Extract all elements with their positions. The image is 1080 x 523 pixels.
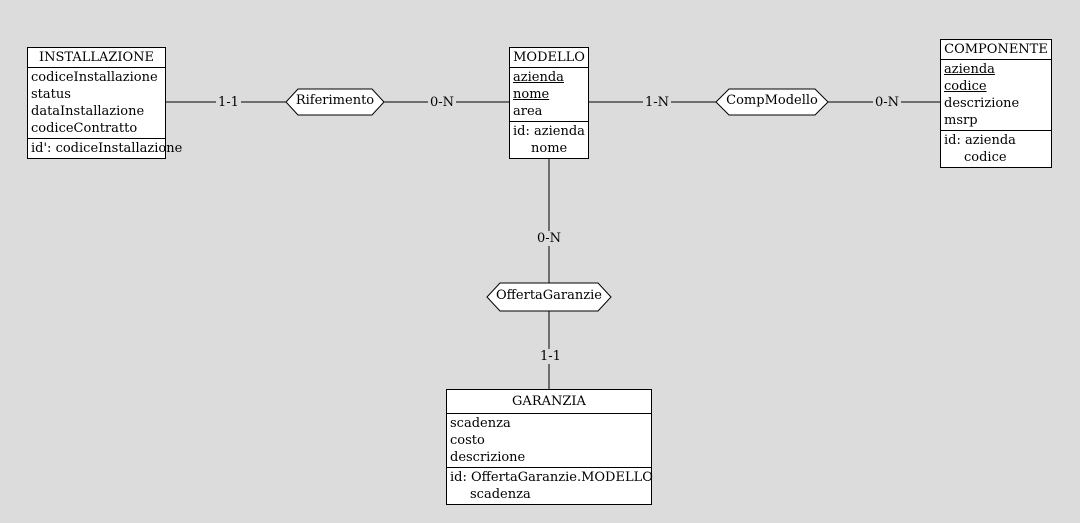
relationship-compmodello-shape <box>715 88 829 116</box>
cardinality-componente-compmodello: 0-N <box>873 95 902 110</box>
attribute-primary-key: azienda <box>944 62 995 77</box>
entity-title: GARANZIA <box>447 390 651 414</box>
identifier-prefix: id: <box>513 124 530 139</box>
identifier-prefix: id': <box>31 141 52 156</box>
attribute: msrp <box>944 113 978 128</box>
identifier: id: OffertaGaranzie.MODELLO <box>450 469 653 486</box>
entity-title: MODELLO <box>510 48 588 68</box>
identifier: id: azienda <box>513 123 585 140</box>
relationship-offertagaranzie-shape <box>486 282 612 312</box>
entity-modello: MODELLO azienda nome area id: azienda no… <box>509 47 589 159</box>
cardinality-installazione-riferimento: 1-1 <box>216 95 241 110</box>
cardinality-modello-offertagaranzie: 0-N <box>535 231 564 246</box>
attribute-primary-key: azienda <box>513 70 564 85</box>
attribute: dataInstallazione <box>31 104 145 119</box>
identifier-attribute: codice <box>964 150 1007 165</box>
identifier-attribute: OffertaGaranzie.MODELLO <box>471 470 653 485</box>
identifier-prefix: id: <box>450 470 467 485</box>
cardinality-modello-compmodello: 1-N <box>643 95 672 110</box>
attribute: area <box>513 104 543 119</box>
identifier-attribute: azienda <box>534 124 585 139</box>
identifier-attribute: scadenza <box>470 487 531 502</box>
attribute-primary-key: nome <box>513 87 550 102</box>
entity-title: COMPONENTE <box>941 40 1051 60</box>
relationship-riferimento-shape <box>285 88 385 116</box>
attribute: scadenza <box>450 416 511 431</box>
identifier: id: azienda <box>944 132 1048 149</box>
cardinality-modello-riferimento: 0-N <box>428 95 457 110</box>
attribute: descrizione <box>944 96 1020 111</box>
identifier-attribute: nome <box>531 141 568 156</box>
identifier: id': codiceInstallazione <box>31 140 182 157</box>
entity-componente: COMPONENTE azienda codice descrizione ms… <box>940 39 1052 168</box>
attribute: codiceInstallazione <box>31 70 158 85</box>
identifier-prefix: id: <box>944 133 961 148</box>
attribute: codiceContratto <box>31 121 138 136</box>
entity-installazione: INSTALLAZIONE codiceInstallazione status… <box>27 47 182 159</box>
entity-garanzia: GARANZIA scadenza costo descrizione id: … <box>446 389 653 505</box>
cardinality-garanzia-offertagaranzie: 1-1 <box>538 349 563 364</box>
attribute: status <box>31 87 71 102</box>
attribute: costo <box>450 433 485 448</box>
identifier-attribute: codiceInstallazione <box>55 141 183 156</box>
identifier-attribute: azienda <box>965 133 1016 148</box>
relationship-riferimento-label: Riferimento <box>295 93 375 108</box>
relationship-offertagaranzie-label: OffertaGaranzie <box>496 288 602 303</box>
attribute: descrizione <box>450 450 526 465</box>
relationship-compmodello-label: CompModello <box>726 93 818 108</box>
attribute-primary-key: codice <box>944 79 987 94</box>
entity-title: INSTALLAZIONE <box>28 48 165 68</box>
